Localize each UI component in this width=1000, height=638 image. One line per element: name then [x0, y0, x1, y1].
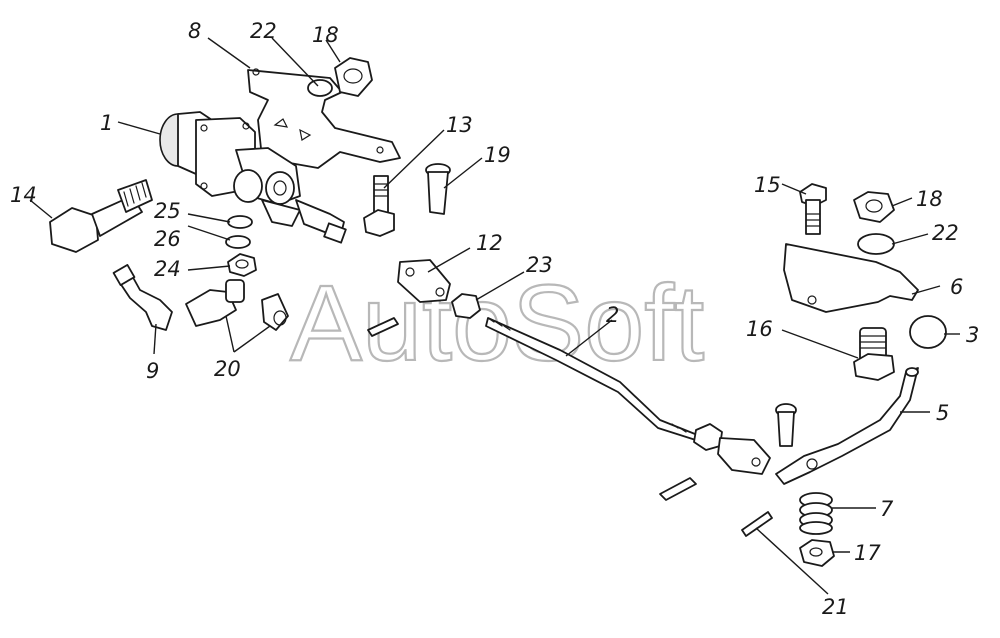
callout-25: 25 [154, 199, 181, 223]
part-5-lever [775, 367, 919, 485]
part-23-nut [451, 293, 481, 319]
part-13-bolt [363, 175, 395, 237]
callout-1: 1 [100, 111, 113, 135]
callout-6: 6 [950, 275, 963, 299]
lever-pin [775, 403, 797, 447]
part-3-knob [909, 315, 947, 349]
callout-5: 5 [936, 401, 949, 425]
part-15-bolt [799, 183, 827, 235]
callout-7: 7 [880, 497, 894, 521]
part-20-fitting-b [261, 293, 289, 331]
callout-23: 23 [526, 253, 553, 277]
callout-12: 12 [476, 231, 503, 255]
callout-17: 17 [854, 541, 881, 565]
callout-20: 20 [214, 357, 241, 381]
part-25-washer [227, 215, 253, 229]
part-2-rod [485, 317, 771, 475]
callout-2: 2 [606, 303, 619, 327]
cotter-pin-left [367, 317, 399, 337]
callout-22-right: 22 [932, 221, 959, 245]
callout-labels: 1 2 3 5 6 7 8 9 12 13 14 15 16 17 18 18 … [10, 19, 979, 619]
callout-13: 13 [446, 113, 473, 137]
part-22-washer-right [857, 233, 895, 255]
callout-26: 26 [154, 227, 181, 251]
callout-9: 9 [146, 359, 159, 383]
cotter-pin-mid [659, 477, 697, 501]
part-17-nut [799, 539, 835, 567]
part-18-nut-right [853, 191, 895, 223]
part-24-nut [227, 253, 257, 277]
part-18-nut-top [334, 57, 373, 97]
part-8-bracket [247, 68, 401, 169]
callout-22-top: 22 [250, 19, 277, 43]
part-26-washer [225, 235, 251, 249]
part-22-washer-top [307, 79, 333, 97]
part-9-fitting [112, 264, 173, 331]
callout-21: 21 [822, 595, 849, 619]
callout-8: 8 [188, 19, 201, 43]
callout-3: 3 [966, 323, 979, 347]
part-20-fitting-a [185, 279, 245, 327]
part-1-valve [159, 111, 347, 244]
leader-lines [29, 37, 960, 595]
callout-18-right: 18 [916, 187, 943, 211]
part-12-clevis [397, 259, 451, 303]
part-14-bolt [49, 179, 153, 253]
part-7-spring [799, 492, 833, 535]
callout-16: 16 [746, 317, 773, 341]
part-21-cotter-pin [741, 511, 773, 537]
callout-14: 14 [10, 183, 37, 207]
part-16-bolt [853, 327, 895, 381]
callout-19: 19 [484, 143, 511, 167]
callout-18-top: 18 [312, 23, 339, 47]
callout-24: 24 [154, 257, 181, 281]
part-6-bracket [783, 243, 919, 313]
part-19-pin [425, 163, 451, 215]
callout-15: 15 [754, 173, 781, 197]
